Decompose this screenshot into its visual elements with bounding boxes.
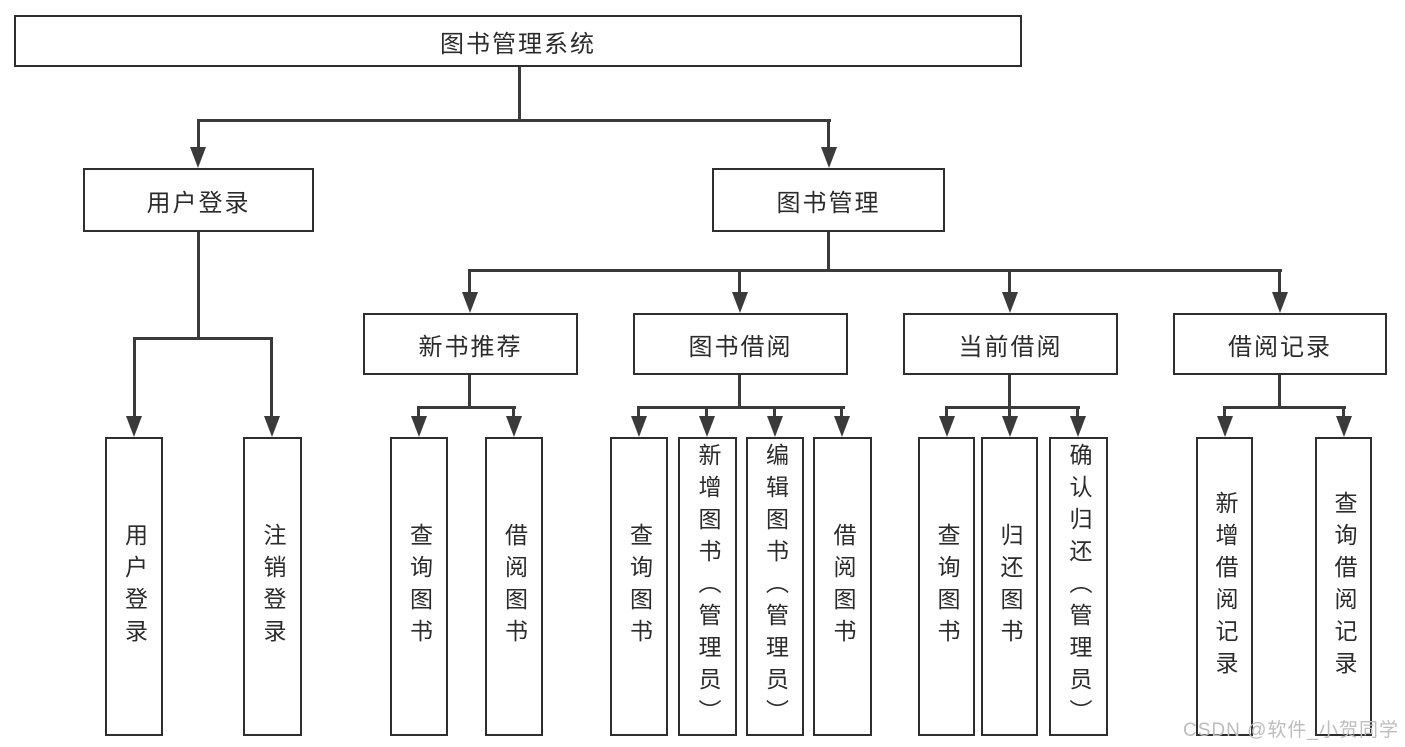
arrow-user-login [190, 147, 206, 168]
arrow-book-management [821, 147, 837, 168]
connector-drop-borrow-records [1278, 269, 1281, 295]
node-root: 图书管理系统 [14, 15, 1022, 67]
connector-drop [945, 406, 948, 419]
connector-bookmgmt-stem [827, 232, 830, 272]
arrow-leaf-query-books-borrowing [631, 416, 647, 437]
arrow-borrow-records [1272, 292, 1288, 313]
arrow-leaf-add-book [699, 416, 715, 437]
leaf-borrow-books-recommend: 借阅图书 [485, 437, 543, 736]
arrow-current-borrowing [1002, 292, 1018, 313]
arrow-new-book [462, 292, 478, 313]
arrow-leaf-logout [264, 416, 280, 437]
leaf-query-books-current: 查询图书 [918, 437, 975, 736]
connector-borrowing-bar [639, 406, 845, 409]
node-current-borrowing: 当前借阅 [903, 313, 1118, 375]
node-book-borrowing: 图书借阅 [633, 313, 848, 375]
connector-drop [417, 406, 420, 419]
connector-drop [705, 406, 708, 419]
arrow-leaf-query-books-recommend [411, 416, 427, 437]
connector-newbook-bar [419, 406, 516, 409]
arrow-book-borrowing [732, 292, 748, 313]
leaf-return-books: 归还图书 [981, 437, 1038, 736]
connector-drop [637, 406, 640, 419]
connector-userlogin-bar [133, 337, 273, 340]
connector-drop-leaf-logout [270, 337, 273, 419]
connector-drop [512, 406, 515, 419]
connector-drop-leaf-user-login [133, 337, 136, 419]
connector-current-bar [947, 406, 1080, 409]
arrow-leaf-query-books-current [939, 416, 955, 437]
leaf-query-books-borrowing: 查询图书 [610, 437, 668, 736]
leaf-logout: 注销登录 [243, 437, 302, 736]
connector-userlogin-stem [197, 232, 200, 340]
connector-drop-book-borrowing [738, 269, 741, 295]
arrow-leaf-borrow-books [834, 416, 850, 437]
leaf-borrow-books: 借阅图书 [813, 437, 872, 736]
node-new-book-recommend: 新书推荐 [363, 313, 578, 375]
arrow-leaf-confirm-return [1070, 416, 1086, 437]
node-user-login: 用户登录 [83, 168, 314, 232]
connector-drop [1076, 406, 1079, 419]
connector-drop [1008, 406, 1011, 419]
leaf-add-borrow-record: 新增借阅记录 [1196, 437, 1253, 736]
connector-drop-book-management [827, 119, 830, 149]
leaf-user-login: 用户登录 [105, 437, 163, 736]
arrow-leaf-add-borrow-record [1217, 416, 1233, 437]
watermark: CSDN @软件_小贺同学 [1183, 720, 1399, 741]
arrow-leaf-edit-book [767, 416, 783, 437]
connector-root-stem [518, 67, 521, 122]
connector-borrowing-stem [738, 375, 741, 409]
arrow-leaf-borrow-books-recommend [506, 416, 522, 437]
arrow-leaf-query-borrow-record [1336, 416, 1352, 437]
connector-drop [1223, 406, 1226, 419]
leaf-query-books-recommend: 查询图书 [390, 437, 448, 736]
leaf-edit-book-admin: 编辑图书（管理员） [746, 437, 804, 736]
connector-current-stem [1008, 375, 1011, 409]
connector-drop [773, 406, 776, 419]
connector-records-bar [1225, 406, 1346, 409]
connector-records-stem [1278, 375, 1281, 409]
connector-newbook-stem [468, 375, 471, 409]
connector-drop-new-book [468, 269, 471, 295]
leaf-query-borrow-record: 查询借阅记录 [1315, 437, 1372, 736]
leaf-confirm-return-admin: 确认归还（管理员） [1049, 437, 1108, 736]
node-book-management: 图书管理 [712, 168, 945, 232]
connector-drop [1342, 406, 1345, 419]
leaf-add-book-admin: 新增图书（管理员） [678, 437, 737, 736]
connector-drop [840, 406, 843, 419]
connector-root-bar [197, 119, 831, 122]
arrow-leaf-return-books [1002, 416, 1018, 437]
arrow-leaf-user-login [126, 416, 142, 437]
node-borrow-records: 借阅记录 [1173, 313, 1387, 375]
connector-drop-user-login [197, 119, 200, 149]
connector-bookmgmt-bar [470, 269, 1282, 272]
connector-drop-current-borrowing [1008, 269, 1011, 295]
